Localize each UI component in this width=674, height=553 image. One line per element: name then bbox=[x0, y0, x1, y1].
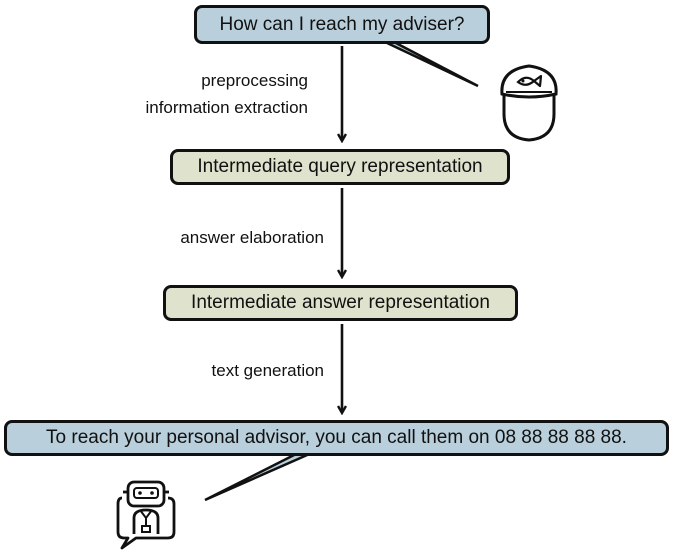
answer-bubble: To reach your personal advisor, you can … bbox=[4, 420, 669, 456]
step-label-text-generation: text generation bbox=[211, 361, 324, 380]
answer-speech-tail bbox=[204, 450, 315, 502]
step-label-preprocessing: preprocessing bbox=[201, 71, 308, 90]
step-label-information-extraction: information extraction bbox=[145, 98, 308, 117]
robot-chat-bubble-icon bbox=[116, 480, 176, 550]
query-representation-box: Intermediate query representation bbox=[170, 149, 510, 185]
question-speech-tail bbox=[384, 40, 479, 88]
step-label-answer-elaboration: answer elaboration bbox=[180, 228, 324, 247]
question-bubble: How can I reach my adviser? bbox=[194, 5, 490, 44]
person-with-fish-cap-icon bbox=[500, 64, 558, 142]
answer-representation-box: Intermediate answer representation bbox=[163, 285, 518, 321]
